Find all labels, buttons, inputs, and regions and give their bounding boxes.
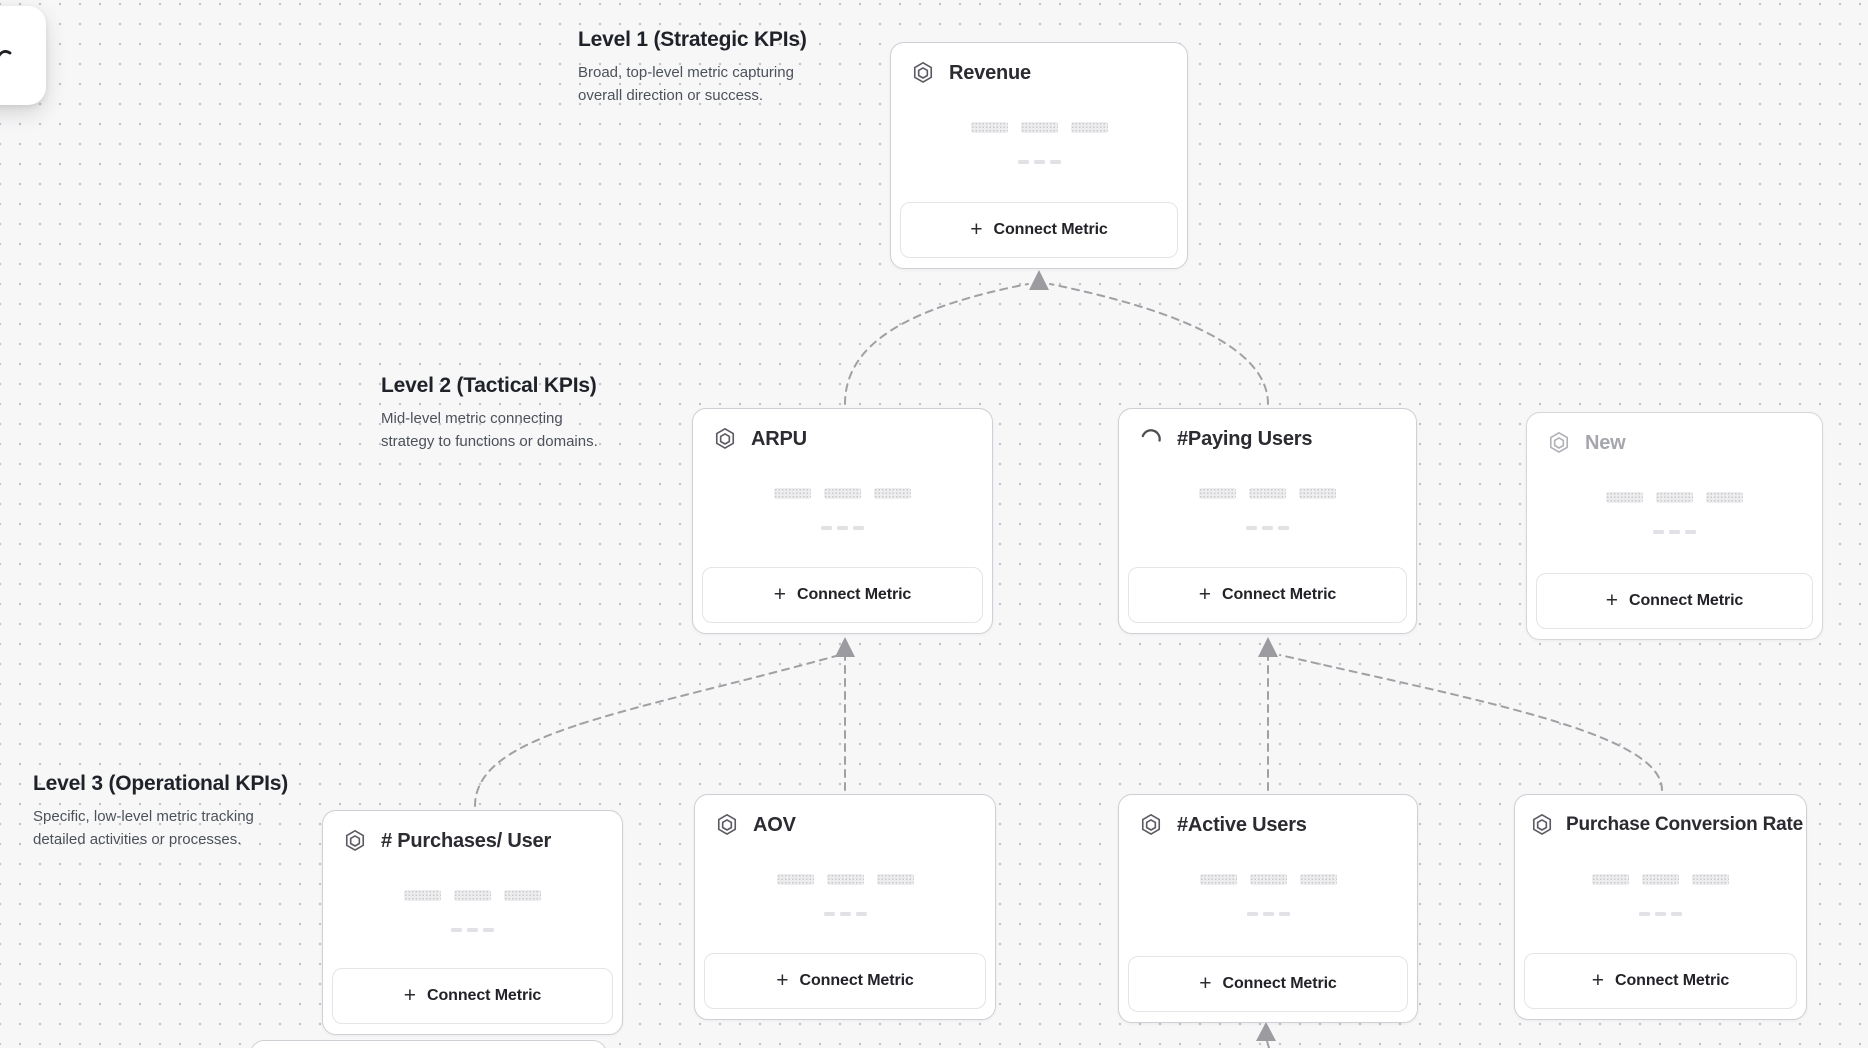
toolbar-panel[interactable] <box>0 6 46 105</box>
metric-card-title: Revenue <box>949 61 1031 84</box>
hexagon-metric-icon <box>712 426 738 452</box>
plus-icon: + <box>1199 971 1212 995</box>
level-2-description: Mid-level metric connecting strategy to … <box>381 407 598 454</box>
connect-metric-label: Connect Metric <box>797 586 912 603</box>
metric-card-revenue[interactable]: Revenue + Connect Metric <box>890 42 1188 269</box>
chart-skeleton-bars <box>891 122 1187 133</box>
connect-metric-button[interactable]: + Connect Metric <box>1128 567 1407 623</box>
metric-card-title: ARPU <box>751 427 807 450</box>
metric-card-new[interactable]: New + Connect Metric <box>1526 412 1823 640</box>
chart-skeleton-dashes <box>695 912 995 916</box>
hexagon-metric-icon <box>1138 812 1164 838</box>
connect-metric-button[interactable]: + Connect Metric <box>1536 573 1813 629</box>
connector-below-to-activeusers <box>1266 1040 1270 1048</box>
metric-card-partial-bottom[interactable] <box>250 1040 607 1048</box>
hexagon-metric-icon <box>910 60 936 86</box>
chart-skeleton-dashes <box>891 160 1187 164</box>
connect-metric-button[interactable]: + Connect Metric <box>702 567 983 623</box>
card-header: #Active Users <box>1138 812 1403 838</box>
chart-skeleton-bars <box>693 488 992 499</box>
metric-card-title: New <box>1585 431 1626 454</box>
level-3-desc-line1: Specific, low-level metric tracking <box>33 808 254 825</box>
chart-skeleton-bars <box>1527 492 1822 503</box>
connect-metric-button[interactable]: + Connect Metric <box>332 968 613 1024</box>
connector-arpu-to-revenue <box>844 283 1029 405</box>
chart-skeleton-dashes <box>1527 530 1822 534</box>
metric-card-arpu[interactable]: ARPU + Connect Metric <box>692 408 993 634</box>
connect-metric-label: Connect Metric <box>1629 592 1744 609</box>
metric-card-purchase-conversion-rate[interactable]: Purchase Conversion Rate + Connect Metri… <box>1514 794 1807 1020</box>
metric-card-paying-users[interactable]: #Paying Users + Connect Metric <box>1118 408 1417 634</box>
arrowhead-arpu <box>835 637 855 657</box>
connect-metric-button[interactable]: + Connect Metric <box>704 953 986 1009</box>
plus-icon: + <box>970 217 983 241</box>
level-1-description: Broad, top-level metric capturing overal… <box>578 61 807 108</box>
chart-skeleton-bars <box>1515 874 1806 885</box>
connector-payingusers-to-revenue <box>1049 283 1269 405</box>
card-header: Revenue <box>910 60 1173 86</box>
connect-metric-label: Connect Metric <box>993 221 1108 238</box>
metric-card-title: #Active Users <box>1177 813 1307 836</box>
connect-metric-label: Connect Metric <box>1615 972 1730 989</box>
level-2-title: Level 2 (Tactical KPIs) <box>381 374 597 397</box>
chart-skeleton-bars <box>323 890 622 901</box>
card-header: AOV <box>714 812 981 838</box>
arrowhead-revenue <box>1029 270 1049 290</box>
metric-card-title: Purchase Conversion Rate <box>1566 814 1804 835</box>
level-1-desc-line2: overall direction or success. <box>578 87 764 105</box>
metric-card-aov[interactable]: AOV + Connect Metric <box>694 794 996 1020</box>
metric-card-title: AOV <box>753 813 796 836</box>
level-3-description: Specific, low-level metric tracking deta… <box>33 805 288 852</box>
card-header: #Paying Users <box>1138 426 1402 452</box>
chart-skeleton-bars <box>1119 874 1417 885</box>
chart-skeleton-bars <box>695 874 995 885</box>
arrowhead-activeusers <box>1256 1022 1276 1041</box>
arrowhead-payingusers <box>1258 637 1278 657</box>
metric-card-title: #Paying Users <box>1177 427 1313 450</box>
hexagon-metric-icon <box>1529 812 1555 838</box>
metric-card-purchases-per-user[interactable]: # Purchases/ User + Connect Metric <box>322 810 623 1035</box>
level-3-title: Level 3 (Operational KPIs) <box>33 772 289 795</box>
connector-purchases-to-arpu <box>474 655 837 807</box>
connect-metric-label: Connect Metric <box>1222 975 1337 992</box>
card-header: Purchase Conversion Rate <box>1529 812 1803 838</box>
card-header: ARPU <box>712 426 978 452</box>
level-1-desc-line1: Broad, top-level metric capturing <box>578 64 794 81</box>
plus-icon: + <box>1605 588 1619 612</box>
level-2-desc-line1: Mid-level metric connecting <box>381 410 563 427</box>
level-2-desc-line2: strategy to functions or domains. <box>381 433 598 451</box>
connect-metric-button[interactable]: + Connect Metric <box>1524 953 1797 1009</box>
metric-card-active-users[interactable]: #Active Users + Connect Metric <box>1118 794 1418 1023</box>
level-2-label: Level 2 (Tactical KPIs) Mid-level metric… <box>381 374 598 454</box>
chart-skeleton-dashes <box>1515 912 1806 916</box>
chart-skeleton-dashes <box>1119 526 1416 530</box>
chart-skeleton-dashes <box>693 526 992 530</box>
plus-icon: + <box>1591 968 1605 992</box>
hexagon-metric-icon <box>342 828 368 854</box>
toolbar-glyph-icon <box>0 48 13 68</box>
hexagon-metric-icon <box>714 812 740 838</box>
card-header: # Purchases/ User <box>342 828 608 854</box>
plus-icon: + <box>773 582 787 606</box>
connect-metric-button[interactable]: + Connect Metric <box>900 202 1178 258</box>
metric-card-title: # Purchases/ User <box>381 829 552 852</box>
chart-skeleton-dashes <box>323 928 622 932</box>
spinner-loading-icon <box>1138 426 1164 452</box>
connect-metric-label: Connect Metric <box>1222 586 1337 603</box>
chart-skeleton-bars <box>1119 488 1416 499</box>
plus-icon: + <box>1198 582 1212 606</box>
level-1-title: Level 1 (Strategic KPIs) <box>578 28 807 51</box>
level-1-label: Level 1 (Strategic KPIs) Broad, top-leve… <box>578 28 807 108</box>
hexagon-metric-icon <box>1546 430 1572 456</box>
chart-skeleton-dashes <box>1119 912 1417 916</box>
level-3-label: Level 3 (Operational KPIs) Specific, low… <box>33 772 288 852</box>
connect-metric-label: Connect Metric <box>427 987 542 1004</box>
connector-pcr-to-payingusers <box>1279 654 1663 791</box>
plus-icon: + <box>403 983 417 1007</box>
connect-metric-button[interactable]: + Connect Metric <box>1128 956 1408 1012</box>
card-header: New <box>1546 430 1808 456</box>
connect-metric-label: Connect Metric <box>799 972 914 989</box>
level-3-desc-line2: detailed activities or processes. <box>33 831 242 849</box>
plus-icon: + <box>776 968 789 992</box>
